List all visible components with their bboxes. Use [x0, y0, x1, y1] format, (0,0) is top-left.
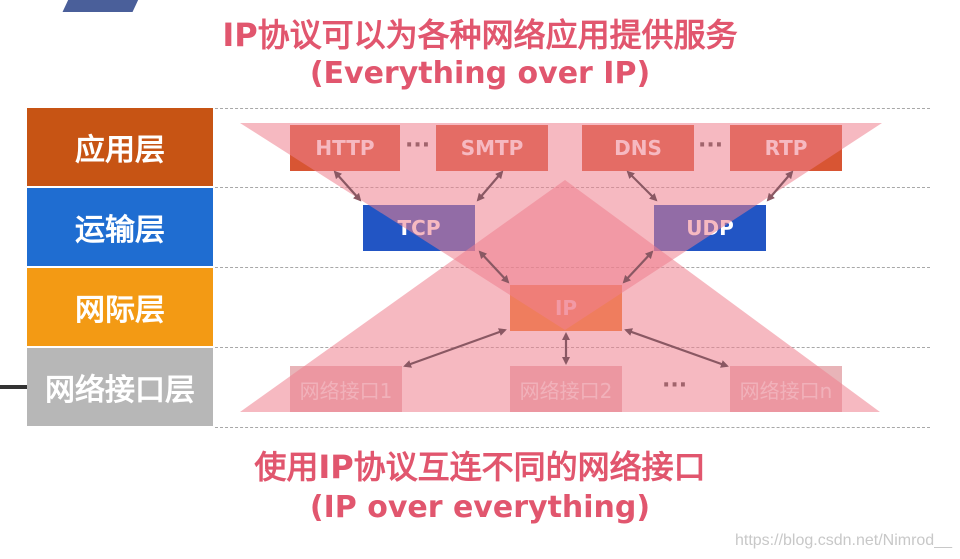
arrow-ip-if1	[403, 328, 507, 368]
arrow-http-tcp	[333, 170, 362, 202]
arrow-smtp-tcp	[476, 170, 504, 202]
separator-line	[215, 108, 930, 109]
side-bar-line	[0, 385, 27, 389]
title-bottom-line2: (IP over everything)	[309, 490, 651, 525]
layer-network-interface: 网络接口层	[27, 348, 213, 426]
title-bottom-line1: 使用IP协议互连不同的网络接口	[254, 448, 706, 486]
interface-box-2: 网络接口2	[510, 366, 622, 412]
watermark-text: https://blog.csdn.net/Nimrod__	[734, 532, 952, 549]
separator-line	[215, 427, 930, 428]
layer-internet: 网际层	[27, 268, 213, 346]
ellipsis-interface: ···	[662, 373, 688, 398]
protocol-box-ip: IP	[510, 285, 622, 331]
arrow-dns-udp	[626, 170, 658, 202]
protocol-box-http: HTTP	[290, 125, 400, 171]
title-top-line2: (Everything over IP)	[309, 56, 651, 91]
title-top-line1: IP协议可以为各种网络应用提供服务	[222, 16, 738, 54]
arrow-rtp-udp	[766, 170, 794, 202]
layer-application: 应用层	[27, 108, 213, 186]
ellipsis-app-left: ···	[405, 133, 431, 158]
ellipsis-app-right: ···	[698, 133, 724, 158]
protocol-box-smtp: SMTP	[436, 125, 548, 171]
interface-box-n: 网络接口n	[730, 366, 842, 412]
protocol-box-rtp: RTP	[730, 125, 842, 171]
separator-line	[215, 347, 930, 348]
separator-line	[215, 187, 930, 188]
separator-line	[215, 267, 930, 268]
layer-transport: 运输层	[27, 188, 213, 266]
interface-box-1: 网络接口1	[290, 366, 402, 412]
protocol-box-tcp: TCP	[363, 205, 475, 251]
protocol-box-udp: UDP	[654, 205, 766, 251]
protocol-box-dns: DNS	[582, 125, 694, 171]
arrow-ip-ifn	[624, 328, 729, 368]
